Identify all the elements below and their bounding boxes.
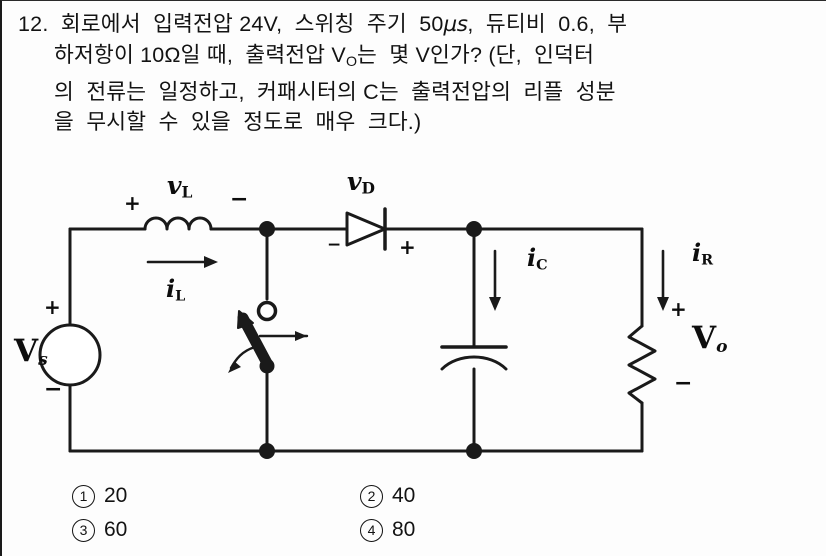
choice-3[interactable]: 3 60 [72,518,360,542]
diode-triangle [345,211,387,247]
question-text-block: 12. 회로에서 입력전압 24V, 스위칭 주기 50µs, 듀티비 0.6,… [18,9,818,137]
inductor-current-arrow-head [204,256,218,268]
question-line-2: 하저항이 10Ω일 때, 출력전압 VO는 몇 V인가? (단, 인덕터 [18,40,818,77]
junction-dot-node-a [259,221,275,237]
capacitor-current-letter: i [527,243,537,272]
question-line-1: 12. 회로에서 입력전압 24V, 스위칭 주기 50µs, 듀티비 0.6,… [18,9,818,40]
junction-dot-bottom-capacitor [466,443,482,459]
output-voltage-letter: V [692,320,717,356]
circuit-schematic-svg [38,207,669,459]
choice-3-label: 60 [104,518,128,541]
question-line-2-part-b: 는 몇 V인가? (단, 인덕터 [357,43,595,67]
resistor-current-subscript: R [701,251,714,269]
resistor-current-letter: i [692,238,702,267]
answer-choices: 1 20 2 40 3 60 4 80 [72,479,772,547]
choice-row-2: 3 60 4 80 [72,513,772,547]
inductor-voltage-label: vL [167,173,192,200]
choice-2-marker: 2 [360,484,383,508]
capacitor-bottom-plate [440,355,508,371]
question-line-3: 의 전류는 일정하고, 커패시터의 C는 출력전압의 리플 성분 [54,79,616,104]
inductor-voltage-letter: v [167,171,182,200]
inductor-symbol [143,216,213,231]
inductor-voltage-plus-sign: + [124,191,141,215]
choice-1-label: 20 [104,484,128,507]
diode-voltage-label: vD [347,169,375,196]
choice-4[interactable]: 4 80 [360,518,415,542]
switch-open-terminal [256,300,278,322]
capacitor-current-label: iC [527,246,548,273]
diode-voltage-subscript: D [361,178,375,198]
inductor-voltage-minus-sign: − [230,187,249,212]
inductor-current-label: iL [166,277,185,304]
circuit-diagram: vL + − iL vD − + Vs + − iC iR Vo + [2,151,826,471]
diode-voltage-plus-sign: + [399,235,416,259]
inductor-current-subscript: L [175,287,186,305]
resistor-current-label: iR [692,241,713,268]
question-line-1-part-b: , 듀티비 0.6, 부 [467,12,628,36]
resistor-symbol [627,324,657,405]
output-voltage-subscript: O [345,53,358,70]
choice-4-label: 80 [392,518,416,541]
voltage-source-symbol [38,323,102,387]
choice-row-1: 1 20 2 40 [72,479,772,513]
question-line-2-part-a: 하저항이 10Ω일 때, 출력전압 V [54,43,346,67]
inductor-voltage-subscript: L [181,182,193,202]
capacitor-current-arrow-head [489,297,501,311]
source-plus-sign: + [44,295,61,319]
capacitor-current-subscript: C [536,256,548,274]
output-voltage-subscript: o [716,336,728,357]
diode-voltage-letter: v [347,167,362,196]
junction-dot-bottom-switch [259,443,275,459]
question-line-4: 을 무시할 수 있을 정도로 매우 크다.) [54,109,422,134]
choice-1-marker: 1 [72,484,95,508]
choice-4-marker: 4 [360,518,383,542]
source-voltage-letter: V [14,333,39,369]
microsecond-unit: µs [443,12,468,37]
inductor-current-letter: i [166,274,176,303]
choice-3-marker: 3 [72,518,95,542]
output-minus-sign: − [674,371,693,396]
output-plus-sign: + [670,297,687,321]
source-minus-sign: − [44,377,63,402]
output-voltage-label: Vo [692,323,727,356]
choice-2-label: 40 [392,484,416,507]
switch-blade-head [237,310,254,329]
switch-action-arrow-head [295,331,307,341]
resistor-current-arrow-head [657,297,669,311]
choice-2[interactable]: 2 40 [360,484,415,508]
source-voltage-label: Vs [14,336,48,369]
diode-voltage-minus-sign: − [327,235,342,255]
source-voltage-subscript: s [38,349,48,370]
junction-dot-node-b [466,221,482,237]
question-line-1-part-a: 12. 회로에서 입력전압 24V, 스위칭 주기 50 [18,12,444,36]
switch-return-arrow-head [228,361,241,373]
choice-1[interactable]: 1 20 [72,484,360,508]
